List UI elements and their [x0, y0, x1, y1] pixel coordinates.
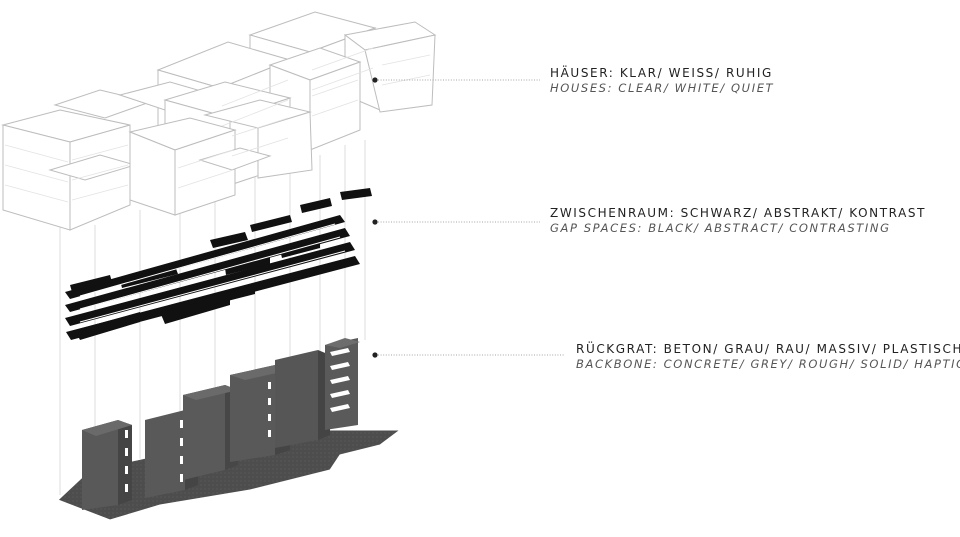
- houses-label-title: HÄUSER: KLAR/ WEISS/ RUHIG: [550, 66, 773, 80]
- gap-spaces-label-title: ZWISCHENRAUM: SCHWARZ/ ABSTRAKT/ KONTRAS…: [550, 206, 927, 220]
- houses-label-subtitle: HOUSES: CLEAR/ WHITE/ QUIET: [550, 81, 775, 95]
- backbone-label-title: RÜCKGRAT: BETON/ GRAU/ RAU/ MASSIV/ PLAS…: [576, 342, 960, 356]
- gap-spaces-layer: [65, 188, 372, 340]
- gap-spaces-label: ZWISCHENRAUM: SCHWARZ/ ABSTRAKT/ KONTRAS…: [550, 206, 926, 236]
- gap-spaces-outline: [79, 223, 346, 323]
- projection-lines: [59, 140, 366, 495]
- leader-dot-gap: [372, 219, 378, 225]
- leader-lines: [372, 77, 565, 358]
- gap-spaces-label-subtitle: GAP SPACES: BLACK/ ABSTRACT/ CONTRASTING: [550, 221, 891, 235]
- backbone-layer: [57, 338, 402, 521]
- leader-dot-backbone: [372, 352, 378, 358]
- houses-label: HÄUSER: KLAR/ WEISS/ RUHIG HOUSES: CLEAR…: [550, 66, 774, 96]
- leader-dot-houses: [372, 77, 378, 83]
- backbone-label: RÜCKGRAT: BETON/ GRAU/ RAU/ MASSIV/ PLAS…: [576, 342, 960, 372]
- backbone-openings: [125, 348, 350, 492]
- house-floor-lines: [4, 47, 431, 203]
- houses-layer: [1, 11, 437, 231]
- backbone-label-subtitle: BACKBONE: CONCRETE/ GREY/ ROUGH/ SOLID/ …: [576, 357, 960, 371]
